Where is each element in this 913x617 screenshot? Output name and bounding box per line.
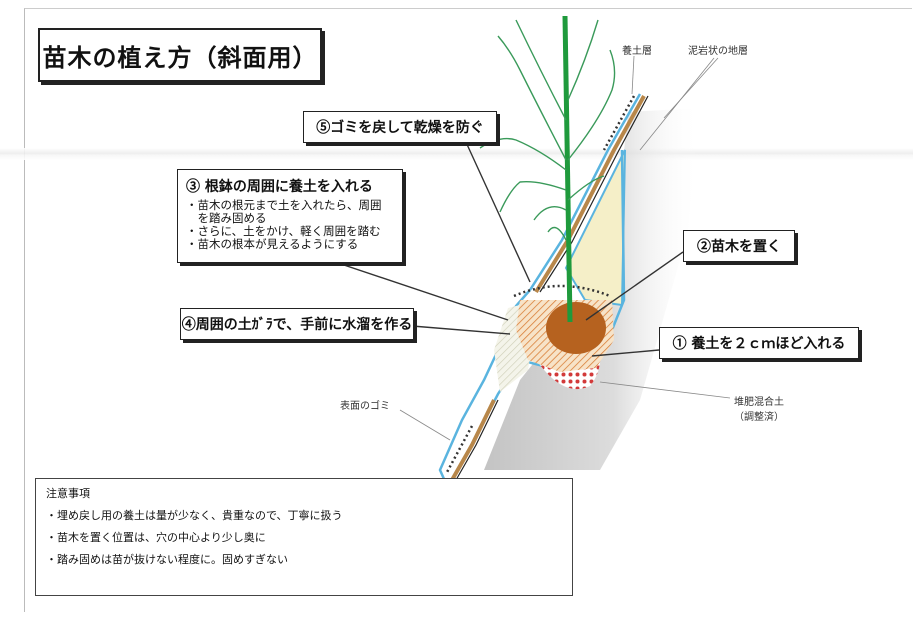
- seedling-branches: [479, 19, 616, 241]
- leader-lines: [334, 139, 684, 357]
- debris-dots-upper-slope: [602, 95, 636, 151]
- callout-step1: ① 養土を２ｃｍほど入れる: [659, 327, 859, 359]
- debris-dots-top: [513, 284, 611, 298]
- label-leaders: [399, 55, 731, 441]
- seedling-stem: [562, 15, 573, 323]
- slope-black-lower: [455, 399, 499, 481]
- callout-step3-heading: ③ 根鉢の周囲に養土を入れる: [186, 179, 373, 195]
- callout-step3-line: ・苗木の根元まで土を入れたら、周囲: [186, 198, 382, 212]
- slope-water-line-upper: [528, 93, 642, 291]
- slope-black-upper: [539, 95, 649, 293]
- label-surface-debris: 表面のゴミ: [340, 401, 390, 412]
- notes-item: ・踏み固めは苗が抜けない程度に。固めすぎない: [46, 553, 288, 566]
- callout-step4: ④周囲の土ｶﾞﾗで、手前に水溜を作る: [180, 308, 414, 340]
- label-mudstone-ground: 泥岩状の地層: [688, 46, 748, 57]
- callout-step3-line: ・苗木の根本が見えるようにする: [186, 237, 359, 251]
- page-title: 苗木の植え方（斜面用）: [38, 28, 322, 82]
- notes-item: ・苗木を置く位置は、穴の中心より少し奥に: [46, 531, 266, 544]
- notes-item: ・埋め戻し用の養土は量が少なく、貴重なので、丁寧に扱う: [46, 509, 343, 522]
- page-frame: [24, 8, 912, 612]
- root-ball: [546, 302, 606, 354]
- debris-dots-lower-slope: [444, 425, 474, 475]
- callout-step3-line: ・さらに、土をかけ、軽く周囲を踏む: [186, 224, 381, 238]
- mudstone-mass: [484, 108, 700, 470]
- callout-step2: ②苗木を置く: [683, 230, 795, 262]
- label-compost-soil-note: （調整済）: [734, 412, 784, 423]
- slope-soil-lower: [450, 399, 496, 481]
- notes-box: 注意事項 ・埋め戻し用の養土は量が少なく、貴重なので、丁寧に扱う ・苗木を置く位…: [35, 478, 573, 596]
- callout-step3-line: を踏み固める: [186, 211, 267, 225]
- callout-step3: ③ 根鉢の周囲に養土を入れる ・苗木の根元まで土を入れたら、周囲 を踏み固める …: [177, 169, 403, 263]
- slope-soil-upper: [534, 95, 646, 294]
- label-compost-soil: 堆肥混合土: [734, 397, 784, 408]
- callout-step5: ⑤ゴミを戻して乾燥を防ぐ: [303, 111, 497, 143]
- notes-heading: 注意事項: [46, 487, 90, 500]
- label-nutrient-soil-layer: 養土層: [622, 46, 652, 57]
